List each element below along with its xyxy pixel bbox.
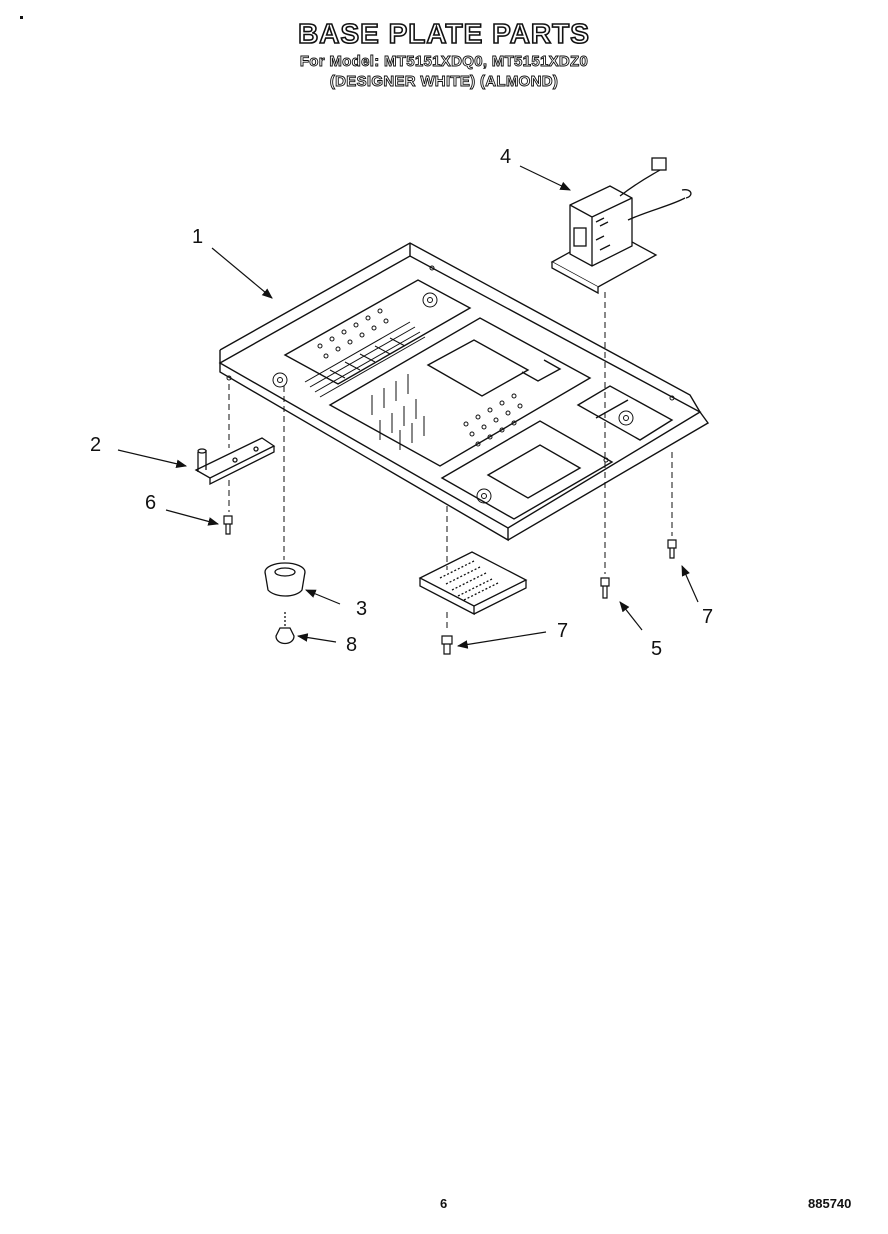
page-number: 6 xyxy=(440,1196,448,1211)
foot-screw xyxy=(275,612,295,645)
foot xyxy=(264,562,306,597)
callout-5: 5 xyxy=(651,638,663,660)
transformer xyxy=(550,157,692,295)
callout-4: 4 xyxy=(500,146,512,168)
assembly-lines xyxy=(228,292,673,632)
hinge-bracket xyxy=(194,437,276,486)
document-number: 885740 xyxy=(808,1196,852,1211)
model-line: For Model: MT5151XDQ0, MT5151XDZ0 xyxy=(299,53,589,71)
callout-2: 2 xyxy=(90,434,102,456)
callout-7-center: 7 xyxy=(557,620,569,642)
vent-cover xyxy=(418,551,528,616)
page-title: BASE PLATE PARTS xyxy=(297,17,590,50)
callout-3: 3 xyxy=(356,598,368,620)
callout-arrows xyxy=(117,165,699,649)
color-line: (DESIGNER WHITE) (ALMOND) xyxy=(329,73,559,91)
screws xyxy=(223,515,677,655)
base-plate xyxy=(218,242,710,542)
callout-1: 1 xyxy=(192,226,204,248)
vent-pattern xyxy=(226,265,675,504)
corner-mark xyxy=(20,16,23,19)
callout-8: 8 xyxy=(346,634,358,656)
callout-7-right: 7 xyxy=(702,606,714,628)
callout-6: 6 xyxy=(145,492,157,514)
